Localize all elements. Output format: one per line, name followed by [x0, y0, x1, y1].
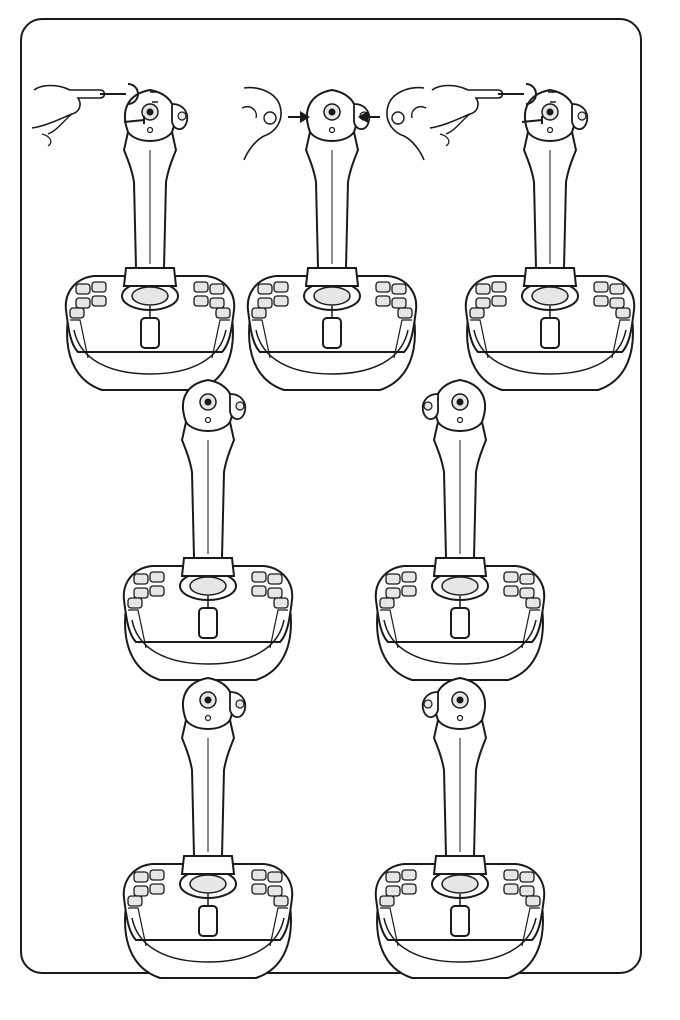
panel-remove-left [66, 90, 234, 390]
panel-variant-1 [124, 380, 292, 680]
panel-variant-3 [124, 678, 292, 978]
hand-icon [242, 88, 281, 160]
panel-variant-2 [376, 380, 544, 680]
panel-variant-4 [376, 678, 544, 978]
hand-icon [387, 88, 426, 160]
panel-remove-right [466, 90, 634, 390]
panel-swap-grip [248, 90, 416, 390]
